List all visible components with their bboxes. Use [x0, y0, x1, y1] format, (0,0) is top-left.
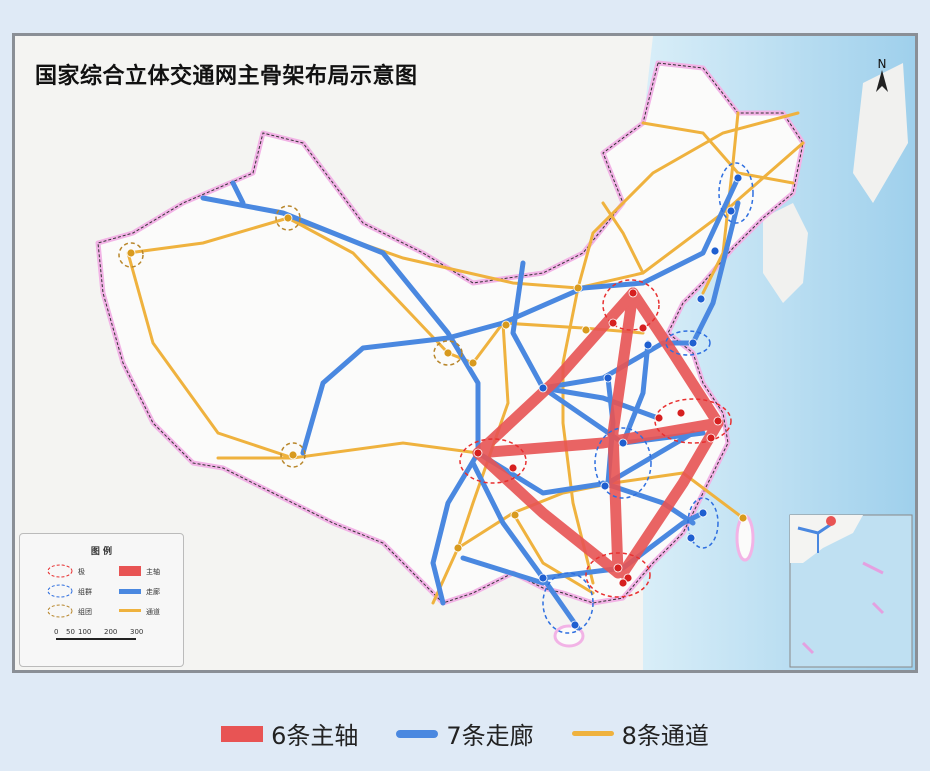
taiwan-island	[735, 514, 755, 562]
bottom-legend: 6条主轴 7条走廊 8条通道	[0, 716, 930, 751]
cluster-circles	[118, 162, 754, 634]
red-swatch	[221, 725, 264, 742]
map-legend: 图 例 极 主轴 组群 走廊 组团 通道 0 50 100 200 300	[19, 533, 184, 667]
north-arrow-icon	[876, 70, 888, 92]
nodes	[126, 173, 748, 630]
blue-swatch	[396, 729, 439, 738]
legend-symbols	[47, 564, 141, 640]
map-frame: 国家综合立体交通网主骨架布局示意图 N 图 例 极 主轴 组群 走廊 组团 通道…	[12, 33, 918, 673]
yellow-swatch	[571, 731, 614, 736]
legend-label-pole: 极	[78, 568, 85, 576]
main-axes	[472, 287, 724, 579]
hainan-island	[553, 624, 585, 648]
north-label: N	[877, 57, 887, 71]
bottom-legend-channels: 8条通道	[571, 716, 709, 751]
korea-japan-land	[763, 63, 908, 303]
legend-label-channel: 通道	[146, 608, 160, 616]
scale-tick: 50	[66, 628, 75, 636]
legend-label-corridor: 走廊	[146, 588, 160, 596]
neighbor-land	[15, 36, 653, 670]
china-transport-map	[15, 36, 915, 670]
legend-label-main-axis: 主轴	[146, 568, 160, 576]
bottom-legend-corridors: 7条走廊	[396, 716, 534, 751]
scale-tick: 100	[78, 628, 92, 636]
bottom-legend-main-axes: 6条主轴	[221, 716, 358, 751]
north-arrow: N	[875, 58, 889, 94]
legend-label-cluster: 组团	[78, 608, 92, 616]
scale-tick: 300	[130, 628, 144, 636]
scale-tick: 200	[104, 628, 118, 636]
legend-label-cluster-group: 组群	[78, 588, 92, 596]
bottom-legend-label: 7条走廊	[446, 722, 534, 750]
map-title: 国家综合立体交通网主骨架布局示意图	[35, 64, 418, 89]
bottom-legend-label: 8条通道	[621, 722, 709, 750]
scale-tick: 0	[54, 628, 59, 636]
legend-title: 图 例	[90, 547, 113, 557]
bottom-legend-label: 6条主轴	[271, 722, 359, 750]
south-china-sea-inset	[789, 514, 913, 668]
